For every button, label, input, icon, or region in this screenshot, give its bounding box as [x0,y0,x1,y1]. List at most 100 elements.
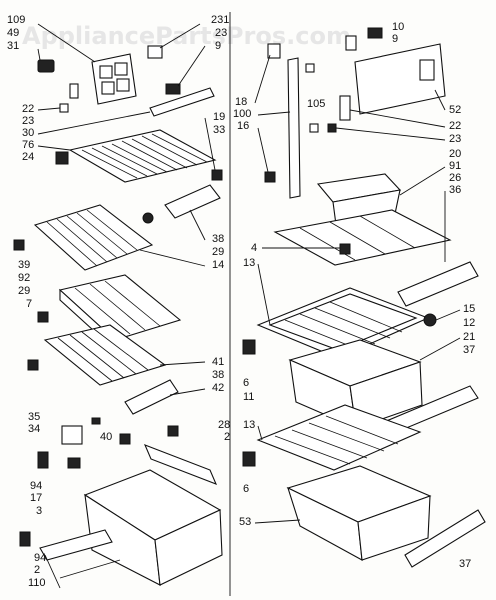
pan-rail-2b [39,529,113,561]
light-socket-18 [267,43,281,59]
glass-shelf-26 [273,209,452,266]
part-label-24: 24 [22,151,34,163]
part-label-91: 91 [449,160,461,172]
roller-6-upper [242,339,256,355]
part-9-right [367,27,383,39]
part-label-9: 9 [392,33,398,45]
part-label-38: 38 [212,369,224,381]
part-label-94: 94 [30,480,42,492]
part-label-29: 29 [18,285,30,297]
part-label-109: 109 [7,14,25,26]
crisper-cover-13-lower [256,404,422,471]
part-label-10: 10 [392,21,404,33]
part-label-52: 52 [449,104,461,116]
part-label-35: 35 [28,411,40,423]
wire-shelf-41 [43,324,167,386]
part-label-33: 33 [213,124,225,136]
screw-23-right [327,123,337,133]
part-label-34: 34 [28,423,40,435]
control-panel-109 [91,53,137,105]
part-label-9: 9 [215,40,221,52]
vertical-rail-100 [287,57,301,199]
part-label-13: 13 [243,257,255,269]
part-label-49: 49 [7,27,19,39]
leader-lines [37,23,461,589]
part-label-100: 100 [233,108,251,120]
meat-pan-110 [83,469,223,586]
clip-28 [167,425,179,437]
part-label-6: 6 [243,483,249,495]
stud-29 [142,212,154,224]
part-label-22: 22 [22,103,34,115]
clip-4 [339,243,351,255]
part-label-40: 40 [100,431,112,443]
part-label-92: 92 [18,272,30,284]
part-label-20: 20 [449,148,461,160]
part-label-30: 30 [22,127,34,139]
roller-94 [37,451,49,469]
part-9-mid [165,83,181,95]
shelf-support-7b [27,359,39,371]
nut-16 [264,171,276,183]
part-label-39: 39 [18,259,30,271]
shelf-support-39 [13,239,25,251]
part-label-17: 17 [30,492,42,504]
watermark-text: AppliancePartsPros.com [22,22,351,50]
light-cover-30 [149,87,215,117]
part-label-16: 16 [237,120,249,132]
screw-35 [91,417,101,425]
wire-shelf-76 [68,129,217,183]
part-label-23: 23 [215,27,227,39]
stud-7 [37,311,49,323]
part-label-18: 18 [235,96,247,108]
part-label-15: 15 [463,303,475,315]
part-label-19: 19 [213,111,225,123]
part-label-29: 29 [212,246,224,258]
screw-105b [309,123,319,133]
part-label-231: 231 [211,14,229,26]
shelf-trim-36 [397,261,479,307]
crisper-pan-53 [286,465,432,561]
part-label-13: 13 [243,419,255,431]
part-label-6: 6 [243,377,249,389]
part-label-28: 28 [218,419,230,431]
part-label-36: 36 [449,184,461,196]
part-label-11: 11 [243,391,254,403]
part-label-94: 94 [34,552,46,564]
part-label-105: 105 [307,98,325,110]
part-label-2: 2 [34,564,40,576]
roller-6-lower [242,451,256,467]
clip-17 [67,457,81,469]
roller-94b [19,531,31,547]
shelf-trim-42 [124,379,179,415]
part-label-42: 42 [212,382,224,394]
part-label-37: 37 [463,344,475,356]
part-label-41: 41 [212,356,224,368]
pan-rail-37-lower [404,509,486,568]
bracket-22-right [339,95,351,121]
part-label-3: 3 [36,505,42,517]
wire-shelf-14 [33,204,154,271]
screw-105a [305,63,315,73]
control-housing-52 [354,43,446,115]
part-label-23: 23 [449,133,461,145]
part-label-53: 53 [239,516,251,528]
stud-40 [119,433,131,445]
part-9-left [147,45,163,59]
part-label-2: 2 [224,431,230,443]
pan-rail-2 [143,444,218,485]
part-label-37: 37 [459,558,471,570]
part-label-14: 14 [212,259,224,271]
part-label-31: 31 [7,40,19,52]
part-label-110: 110 [28,577,46,589]
shelf-trim-38-upper [164,184,221,219]
clip-33 [211,169,223,181]
part-label-23: 23 [22,115,34,127]
part-label-12: 12 [463,317,475,329]
bracket-34 [61,425,83,445]
